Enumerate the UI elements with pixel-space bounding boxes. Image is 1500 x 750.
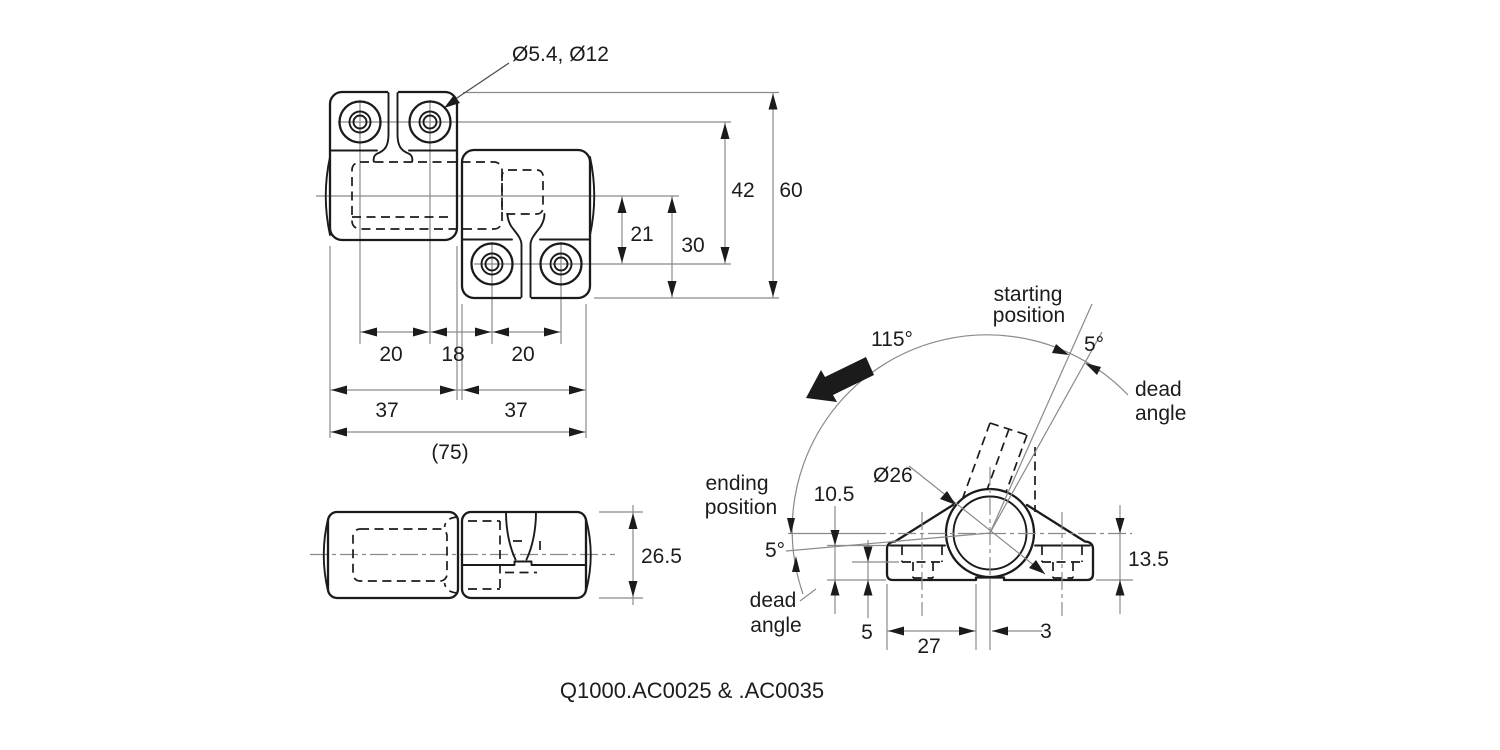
dead-angle-bottom-label-2: angle bbox=[750, 614, 801, 637]
side-right-rolled-edge bbox=[585, 518, 592, 592]
right-leaf bbox=[460, 148, 596, 300]
dead-angle-bottom-label-1: dead bbox=[750, 589, 797, 612]
side-left-rolled-edge bbox=[322, 518, 329, 592]
side-view: 26.5 bbox=[310, 505, 682, 605]
section-view: Ø26 10.5 5 13.5 bbox=[705, 283, 1187, 658]
dead-angle-bottom-arrow-upper bbox=[787, 518, 795, 534]
dead-angle-top-arrow bbox=[1085, 363, 1101, 375]
right-leaf-rolled-edge bbox=[589, 156, 596, 236]
dim-13-5: 13.5 bbox=[1096, 505, 1169, 614]
dim-21: 21 bbox=[617, 196, 654, 264]
hole-callout-label: Ø5.4, Ø12 bbox=[512, 43, 609, 66]
dim-26-5: 26.5 bbox=[599, 505, 682, 605]
dim-60: 60 bbox=[768, 92, 803, 298]
dim-dia26-label: Ø26 bbox=[873, 464, 913, 487]
dim-20-right-label: 20 bbox=[511, 343, 534, 366]
drawing-caption: Q1000.AC0025 & .AC0035 bbox=[560, 678, 824, 703]
dim-10-5-label: 10.5 bbox=[814, 483, 855, 506]
dim-18-label: 18 bbox=[441, 343, 464, 366]
screw-hole bbox=[539, 242, 583, 286]
dim-5: 5 bbox=[852, 540, 899, 644]
screw-hole bbox=[470, 242, 514, 286]
sweep-angle-label: 115° bbox=[871, 328, 913, 351]
dim-75-label: (75) bbox=[431, 441, 468, 464]
side-left-block bbox=[322, 510, 460, 600]
dim-row-75: (75) bbox=[330, 427, 586, 464]
dim-30: 30 bbox=[667, 196, 705, 298]
dim-10-5: 10.5 bbox=[814, 483, 886, 614]
starting-position-line bbox=[989, 303, 1093, 534]
dead-angle-top-label-1: dead bbox=[1135, 378, 1182, 401]
dim-37-left-label: 37 bbox=[375, 399, 398, 422]
leaf-split-line bbox=[461, 560, 587, 566]
callout-arrow bbox=[444, 95, 460, 108]
hidden-pocket-lines bbox=[351, 161, 544, 230]
hole-callout: Ø5.4, Ø12 bbox=[444, 43, 609, 108]
dim-5-label: 5 bbox=[861, 621, 873, 644]
knuckle-diameter-callout: Ø26 bbox=[873, 464, 1046, 575]
dim-42: 42 bbox=[720, 122, 755, 264]
dim-27: 27 bbox=[886, 583, 991, 658]
arc-end-arrow bbox=[1052, 344, 1069, 355]
sweep-direction-arrow bbox=[806, 357, 874, 402]
starting-position-label-2: position bbox=[993, 304, 1065, 327]
dim-3-label: 3 bbox=[1040, 620, 1052, 643]
hidden-screw-slot-left bbox=[901, 546, 943, 579]
left-leaf-rolled-edge bbox=[324, 156, 331, 236]
starting-position-label-1: starting bbox=[994, 283, 1063, 306]
side-right-block bbox=[460, 510, 592, 600]
dead-angle-bottom-value: 5° bbox=[765, 539, 785, 562]
dead-angle-bottom-arrow-lower bbox=[792, 556, 800, 572]
section-centerlines bbox=[868, 467, 1132, 616]
dim-42-label: 42 bbox=[731, 179, 754, 202]
position-lines bbox=[785, 303, 1103, 552]
screw-hole bbox=[338, 100, 382, 144]
hidden-screw-slot-right bbox=[1041, 546, 1083, 579]
dim-row-20-18-20: 20 18 20 bbox=[360, 327, 561, 366]
screw-hole bbox=[408, 100, 452, 144]
dim-26-5-label: 26.5 bbox=[641, 545, 682, 568]
dim-30-label: 30 bbox=[681, 234, 704, 257]
ending-dead-angle-line bbox=[785, 532, 991, 552]
dim-21-label: 21 bbox=[630, 223, 653, 246]
dim-37-right-label: 37 bbox=[504, 399, 527, 422]
dim-13-5-label: 13.5 bbox=[1128, 548, 1169, 571]
top-view-extension-lines bbox=[316, 91, 779, 438]
dead-angle-bottom-leader bbox=[799, 588, 817, 602]
dead-angle-top-value: 5° bbox=[1084, 333, 1104, 356]
ending-position-label-2: position bbox=[705, 496, 777, 519]
mounting-base bbox=[885, 503, 1095, 582]
dim-3: 3 bbox=[992, 620, 1052, 643]
dim-27-label: 27 bbox=[917, 635, 940, 658]
dim-60-label: 60 bbox=[779, 179, 802, 202]
dead-angle-top-label-2: angle bbox=[1135, 402, 1186, 425]
top-view: Ø5.4, Ø12 21 30 42 60 bbox=[316, 43, 803, 464]
dim-row-37-37: 37 37 bbox=[330, 385, 586, 422]
ending-position-label-1: ending bbox=[705, 472, 768, 495]
left-leaf bbox=[324, 90, 459, 242]
starting-dead-angle-line bbox=[989, 331, 1103, 534]
dim-20-left-label: 20 bbox=[379, 343, 402, 366]
